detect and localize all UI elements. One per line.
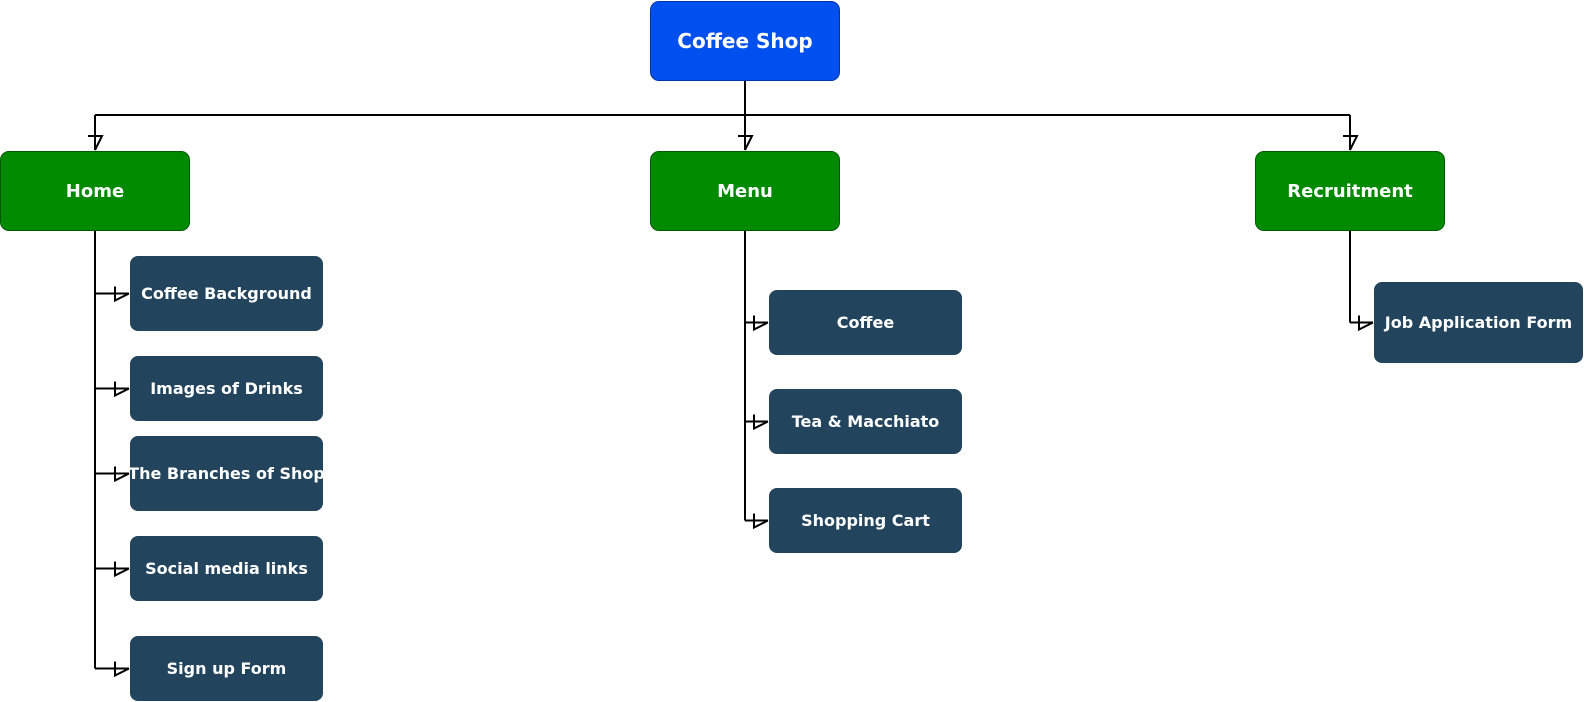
leaf-node-label: Sign up Form — [166, 659, 287, 678]
section-node-label: Home — [65, 180, 125, 202]
leaf-node-branches-of-shop[interactable]: The Branches of Shop — [128, 436, 325, 511]
section-node-menu[interactable]: Menu — [650, 151, 840, 231]
section-node-label: Recruitment — [1287, 180, 1413, 202]
leaf-node-label: Job Application Form — [1384, 313, 1573, 332]
leaf-node-label: Social media links — [145, 559, 308, 578]
arrowhead-leaf-1-2 — [753, 513, 769, 530]
leaf-node-shopping-cart[interactable]: Shopping Cart — [769, 488, 962, 553]
arrowhead-leaf-0-2 — [114, 466, 130, 483]
section-node-home[interactable]: Home — [0, 151, 190, 231]
arrowhead-leaf-1-0 — [753, 315, 769, 332]
leaf-node-sign-up-form[interactable]: Sign up Form — [130, 636, 323, 701]
leaf-node-coffee[interactable]: Coffee — [769, 290, 962, 355]
arrowhead-leaf-1-1 — [753, 414, 769, 431]
root-node-coffee-shop[interactable]: Coffee Shop — [650, 1, 840, 81]
leaf-node-label: Coffee Background — [141, 284, 312, 303]
leaf-node-social-media-links[interactable]: Social media links — [130, 536, 323, 601]
section-node-label: Menu — [717, 180, 773, 202]
leaf-node-label: Shopping Cart — [801, 511, 930, 530]
leaf-node-tea-macchiato[interactable]: Tea & Macchiato — [769, 389, 962, 454]
arrowhead-section-2 — [1343, 135, 1359, 151]
arrowhead-leaf-2-0 — [1358, 315, 1374, 332]
leaf-node-coffee-background[interactable]: Coffee Background — [130, 256, 323, 331]
section-node-recruitment[interactable]: Recruitment — [1255, 151, 1445, 231]
arrowhead-leaf-0-4 — [114, 661, 130, 678]
leaf-node-label: Tea & Macchiato — [791, 412, 940, 431]
root-node-label: Coffee Shop — [677, 29, 813, 53]
arrowhead-leaf-0-3 — [114, 561, 130, 578]
leaf-node-job-application-form[interactable]: Job Application Form — [1374, 282, 1583, 363]
arrowhead-section-0 — [88, 135, 104, 151]
arrowhead-leaf-0-1 — [114, 381, 130, 398]
arrowhead-section-1 — [738, 135, 754, 151]
leaf-node-label: The Branches of Shop — [128, 464, 325, 483]
leaf-node-label: Coffee — [836, 313, 895, 332]
leaf-node-images-of-drinks[interactable]: Images of Drinks — [130, 356, 323, 421]
arrowhead-leaf-0-0 — [114, 286, 130, 303]
leaf-node-label: Images of Drinks — [150, 379, 303, 398]
